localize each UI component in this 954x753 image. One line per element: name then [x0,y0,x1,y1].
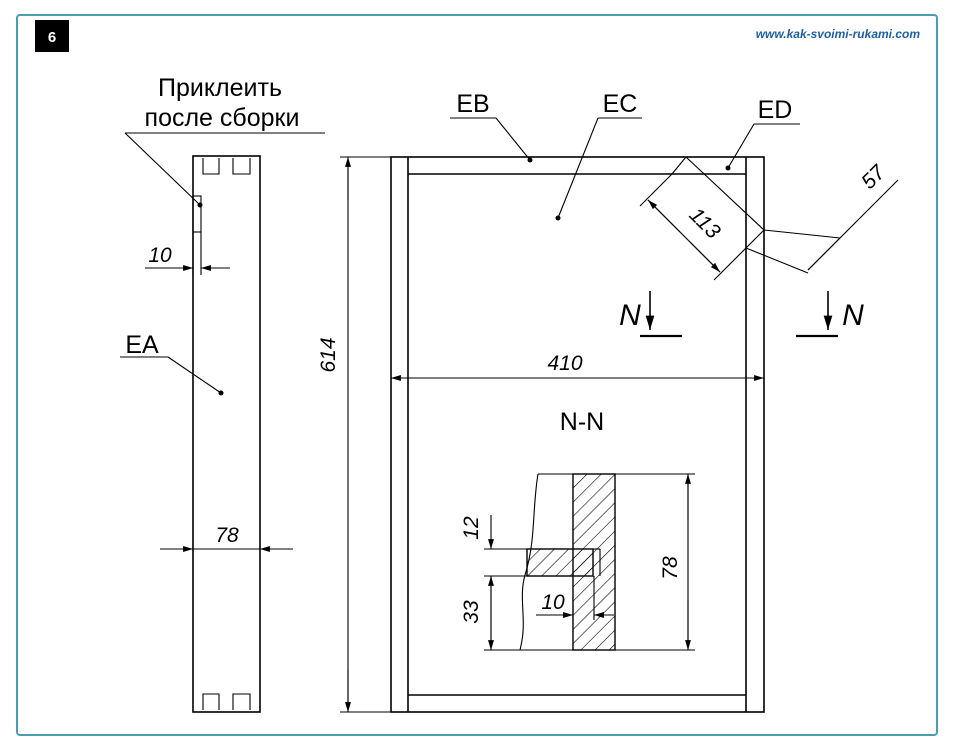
dim-78-left: 78 [215,524,239,547]
glue-note-line1: Приклеить [158,74,282,102]
dim-410: 410 [547,352,582,375]
dim-78-section: 78 [659,556,682,580]
section-title: N-N [560,408,604,436]
dim-12: 12 [460,516,483,540]
badge-number: 6 [48,29,56,46]
dim-614: 614 [317,337,340,372]
right-part-frame [340,117,899,713]
section-mark-right: N [842,299,864,332]
page-frame [16,14,938,736]
label-ea: EA [125,331,159,359]
section-mark-left: N [619,299,641,332]
label-ec: EC [603,90,638,118]
label-ed: ED [758,96,793,124]
left-part-ea [120,132,325,713]
dim-10-section: 10 [541,591,565,614]
dim-10-left: 10 [148,244,172,267]
glue-note-line2: после сборки [145,104,300,132]
dim-33: 33 [460,600,483,624]
watermark-url: www.kak-svoimi-rukami.com [756,27,921,41]
section-detail [484,473,695,651]
page-number-badge: 6 [35,20,69,52]
label-eb: EB [456,90,489,118]
